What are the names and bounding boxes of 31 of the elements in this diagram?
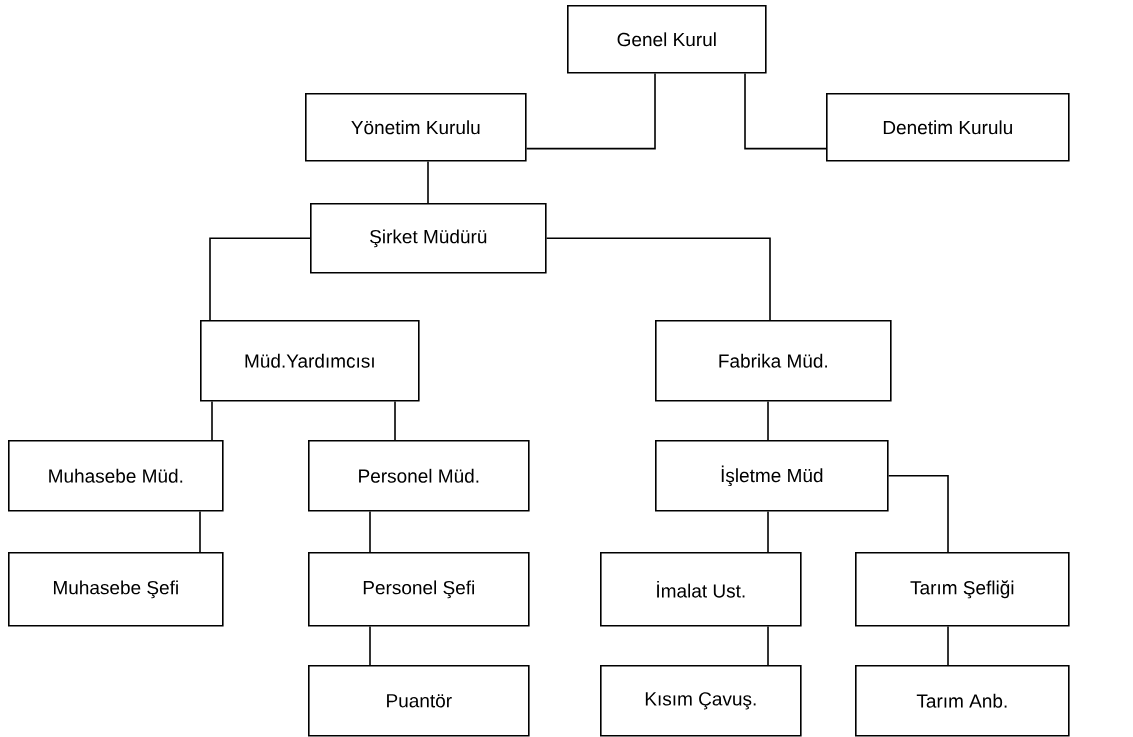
org-box: Genel Kurul	[567, 5, 767, 74]
org-box: Personel Şefi	[308, 552, 530, 627]
connector-line	[369, 625, 371, 666]
org-box: Personel Müd.	[308, 440, 530, 512]
org-box: Tarım Anb.	[855, 665, 1070, 737]
connector-line	[199, 510, 201, 553]
connector-line	[525, 72, 656, 150]
org-box: Denetim Kurulu	[826, 93, 1070, 162]
connector-line	[209, 237, 311, 321]
connector-line	[887, 475, 949, 553]
connector-line	[369, 510, 371, 553]
connector-line	[767, 625, 769, 666]
connector-line	[767, 400, 769, 441]
connector-line	[744, 72, 827, 150]
connector-line	[394, 400, 396, 441]
connector-line	[545, 237, 771, 321]
org-box: Muhasebe Şefi	[8, 552, 224, 627]
org-box: İşletme Müd	[655, 440, 889, 512]
org-box: Tarım Şefliği	[855, 552, 1070, 627]
org-box: Şirket Müdürü	[310, 203, 547, 274]
org-box: İmalat Ust.	[600, 552, 802, 627]
org-box: Fabrika Müd.	[655, 320, 892, 402]
connector-line	[947, 625, 949, 666]
org-box: Muhasebe Müd.	[8, 440, 224, 512]
org-box: Kısım Çavuş.	[600, 665, 802, 737]
org-box: Puantör	[308, 665, 530, 737]
connector-line	[767, 510, 769, 553]
org-box: Yönetim Kurulu	[305, 93, 527, 162]
connector-line	[211, 400, 213, 441]
connector-line	[427, 160, 429, 204]
org-box: Müd.Yardımcısı	[200, 320, 420, 402]
